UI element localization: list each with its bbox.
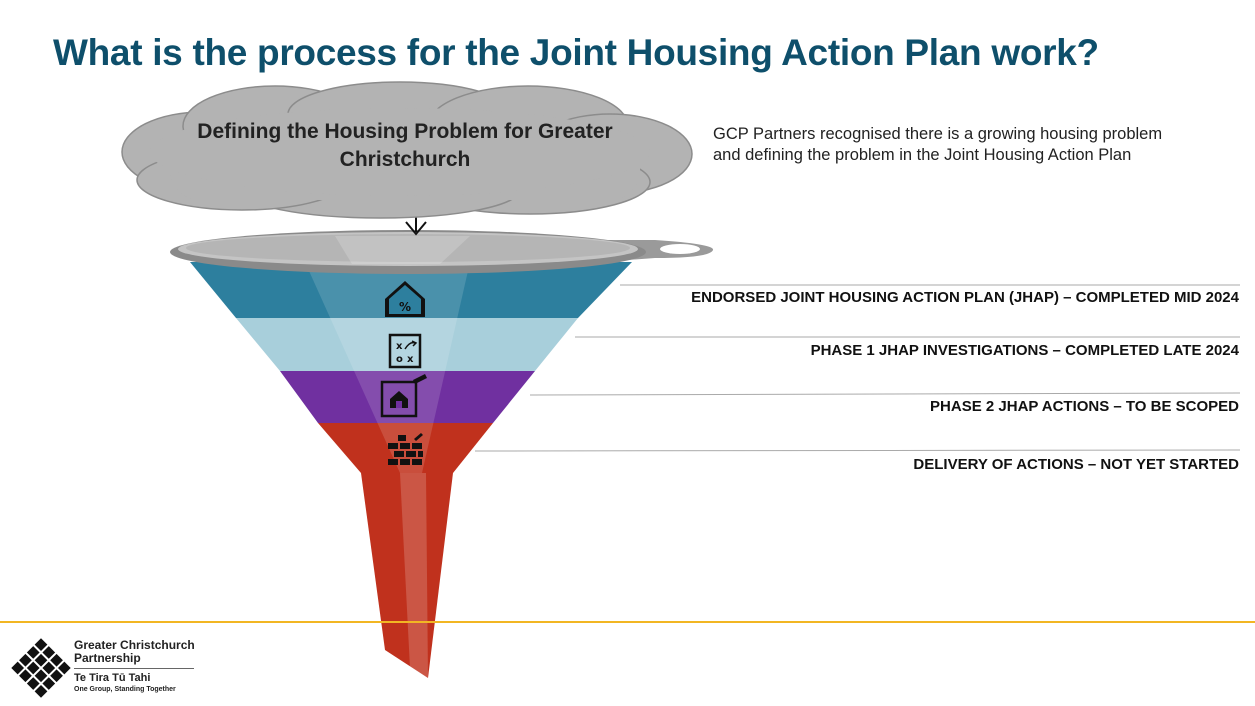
cloud-label: Defining the Housing Problem for Greater… bbox=[185, 118, 625, 174]
svg-text:x: x bbox=[407, 354, 414, 365]
cloud-label-line2: Christchurch bbox=[339, 148, 471, 171]
description-text: GCP Partners recognised there is a growi… bbox=[713, 124, 1233, 166]
logo-line2: Partnership bbox=[74, 651, 141, 665]
stage-label-phase1: PHASE 1 JHAP INVESTIGATIONS – COMPLETED … bbox=[810, 342, 1239, 359]
funnel-spout bbox=[361, 473, 453, 678]
house-blueprint-icon bbox=[380, 374, 427, 418]
leader-line-3 bbox=[529, 392, 1241, 396]
logo-line1: Greater Christchurch bbox=[74, 638, 195, 652]
cloud-shape bbox=[121, 81, 693, 219]
cloud-label-line1: Defining the Housing Problem for Greater bbox=[197, 120, 613, 143]
page-title: What is the process for the Joint Housin… bbox=[53, 32, 1099, 73]
logo-lattice-icon bbox=[11, 638, 71, 698]
logo-divider bbox=[74, 668, 194, 669]
funnel-band-phase2 bbox=[280, 371, 535, 423]
logo-tagline: One Group, Standing Together bbox=[74, 686, 176, 693]
logo-name: Greater Christchurch Partnership bbox=[74, 639, 195, 665]
funnel-band-phase1 bbox=[236, 318, 578, 371]
svg-text:%: % bbox=[399, 300, 411, 314]
house-percent-icon: % bbox=[385, 281, 425, 317]
svg-text:x: x bbox=[396, 341, 403, 352]
leader-lines bbox=[474, 284, 1241, 452]
logo-maori-name: Te Tira Tū Tahi bbox=[74, 672, 151, 684]
strategy-board-icon: x o x bbox=[388, 333, 422, 369]
stage-label-delivery: DELIVERY OF ACTIONS – NOT YET STARTED bbox=[913, 456, 1239, 473]
footer-accent-line bbox=[0, 621, 1255, 623]
description-line1: GCP Partners recognised there is a growi… bbox=[713, 125, 1163, 143]
stage-label-phase2: PHASE 2 JHAP ACTIONS – TO BE SCOPED bbox=[930, 398, 1239, 415]
funnel-rim bbox=[170, 230, 646, 274]
gcp-logo: Greater Christchurch Partnership Te Tira… bbox=[10, 637, 210, 699]
description-line2: and defining the problem in the Joint Ho… bbox=[713, 146, 1132, 164]
stage-label-jhap: ENDORSED JOINT HOUSING ACTION PLAN (JHAP… bbox=[691, 289, 1239, 306]
leader-line-4 bbox=[474, 449, 1241, 452]
svg-text:o: o bbox=[396, 354, 403, 365]
problem-cloud: Defining the Housing Problem for Greater… bbox=[110, 80, 700, 220]
brick-wall-icon bbox=[388, 433, 423, 465]
